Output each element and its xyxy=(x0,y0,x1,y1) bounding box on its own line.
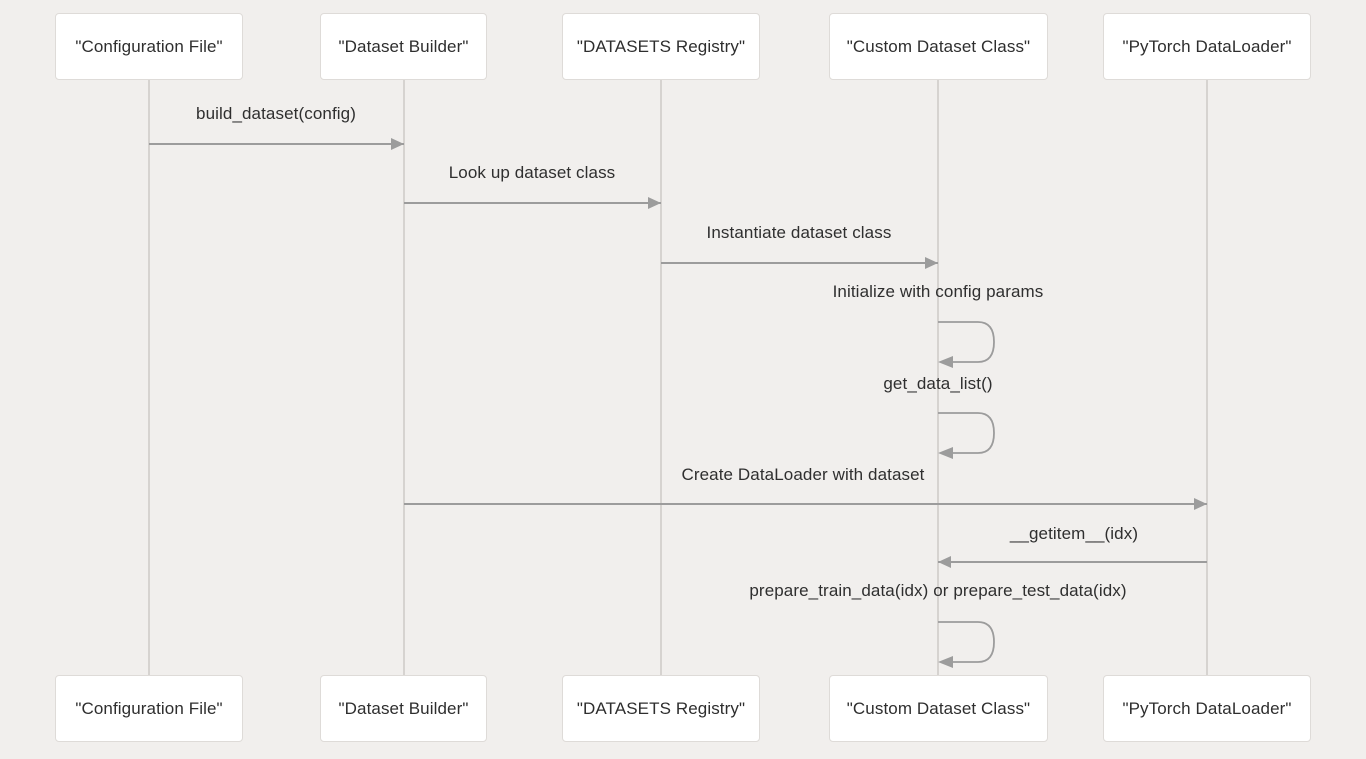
message-label-prepare-train-or-test-data: prepare_train_data(idx) or prepare_test_… xyxy=(749,581,1127,600)
message-arrowhead-create-dataloader-with-dataset xyxy=(1194,498,1207,510)
participant-box-bottom-pytorch-dataloader[interactable]: "PyTorch DataLoader" xyxy=(1103,675,1311,742)
message-arrowhead-instantiate-dataset-class xyxy=(925,257,938,269)
participant-box-top-dataset-builder[interactable]: "Dataset Builder" xyxy=(320,13,487,80)
participant-label: "DATASETS Registry" xyxy=(576,698,746,718)
lifeline-datasets-registry xyxy=(660,80,662,675)
participant-box-bottom-custom-dataset-class[interactable]: "Custom Dataset Class" xyxy=(829,675,1048,742)
message-label-getitem-idx: __getitem__(idx) xyxy=(1009,524,1139,543)
participant-box-bottom-config-file[interactable]: "Configuration File" xyxy=(55,675,243,742)
message-arrowhead-look-up-dataset-class xyxy=(648,197,661,209)
message-label-look-up-dataset-class: Look up dataset class xyxy=(448,163,616,182)
lifeline-dataset-builder xyxy=(403,80,405,675)
participant-label: "Configuration File" xyxy=(75,36,223,56)
participant-box-top-datasets-registry[interactable]: "DATASETS Registry" xyxy=(562,13,760,80)
message-line-instantiate-dataset-class xyxy=(661,262,938,264)
message-label-build-dataset: build_dataset(config) xyxy=(196,104,356,123)
self-message-loop-get-data-list xyxy=(938,412,995,459)
participant-label: "Dataset Builder" xyxy=(338,36,469,56)
self-message-loop-prepare-train-or-test-data xyxy=(938,621,995,668)
participant-box-top-pytorch-dataloader[interactable]: "PyTorch DataLoader" xyxy=(1103,13,1311,80)
participant-label: "Configuration File" xyxy=(75,698,223,718)
message-line-look-up-dataset-class xyxy=(404,202,661,204)
self-message-loop-initialize-with-config-params xyxy=(938,321,995,368)
participant-label: "DATASETS Registry" xyxy=(576,36,746,56)
message-line-create-dataloader-with-dataset xyxy=(404,503,1207,505)
participant-box-bottom-datasets-registry[interactable]: "DATASETS Registry" xyxy=(562,675,760,742)
message-arrowhead-build-dataset xyxy=(391,138,404,150)
participant-box-top-config-file[interactable]: "Configuration File" xyxy=(55,13,243,80)
message-label-instantiate-dataset-class: Instantiate dataset class xyxy=(706,223,892,242)
message-line-build-dataset xyxy=(149,143,404,145)
message-label-get-data-list: get_data_list() xyxy=(883,374,993,393)
lifeline-custom-dataset-class xyxy=(937,80,939,675)
participant-label: "Custom Dataset Class" xyxy=(846,36,1031,56)
message-label-initialize-with-config-params: Initialize with config params xyxy=(832,282,1044,301)
participant-label: "PyTorch DataLoader" xyxy=(1122,36,1292,56)
participant-box-bottom-dataset-builder[interactable]: "Dataset Builder" xyxy=(320,675,487,742)
message-arrowhead-getitem-idx xyxy=(938,556,951,568)
message-line-getitem-idx xyxy=(938,561,1207,563)
participant-label: "Custom Dataset Class" xyxy=(846,698,1031,718)
participant-box-top-custom-dataset-class[interactable]: "Custom Dataset Class" xyxy=(829,13,1048,80)
message-label-create-dataloader-with-dataset: Create DataLoader with dataset xyxy=(681,465,925,484)
lifeline-pytorch-dataloader xyxy=(1206,80,1208,675)
participant-label: "PyTorch DataLoader" xyxy=(1122,698,1292,718)
participant-label: "Dataset Builder" xyxy=(338,698,469,718)
lifeline-config-file xyxy=(148,80,150,675)
